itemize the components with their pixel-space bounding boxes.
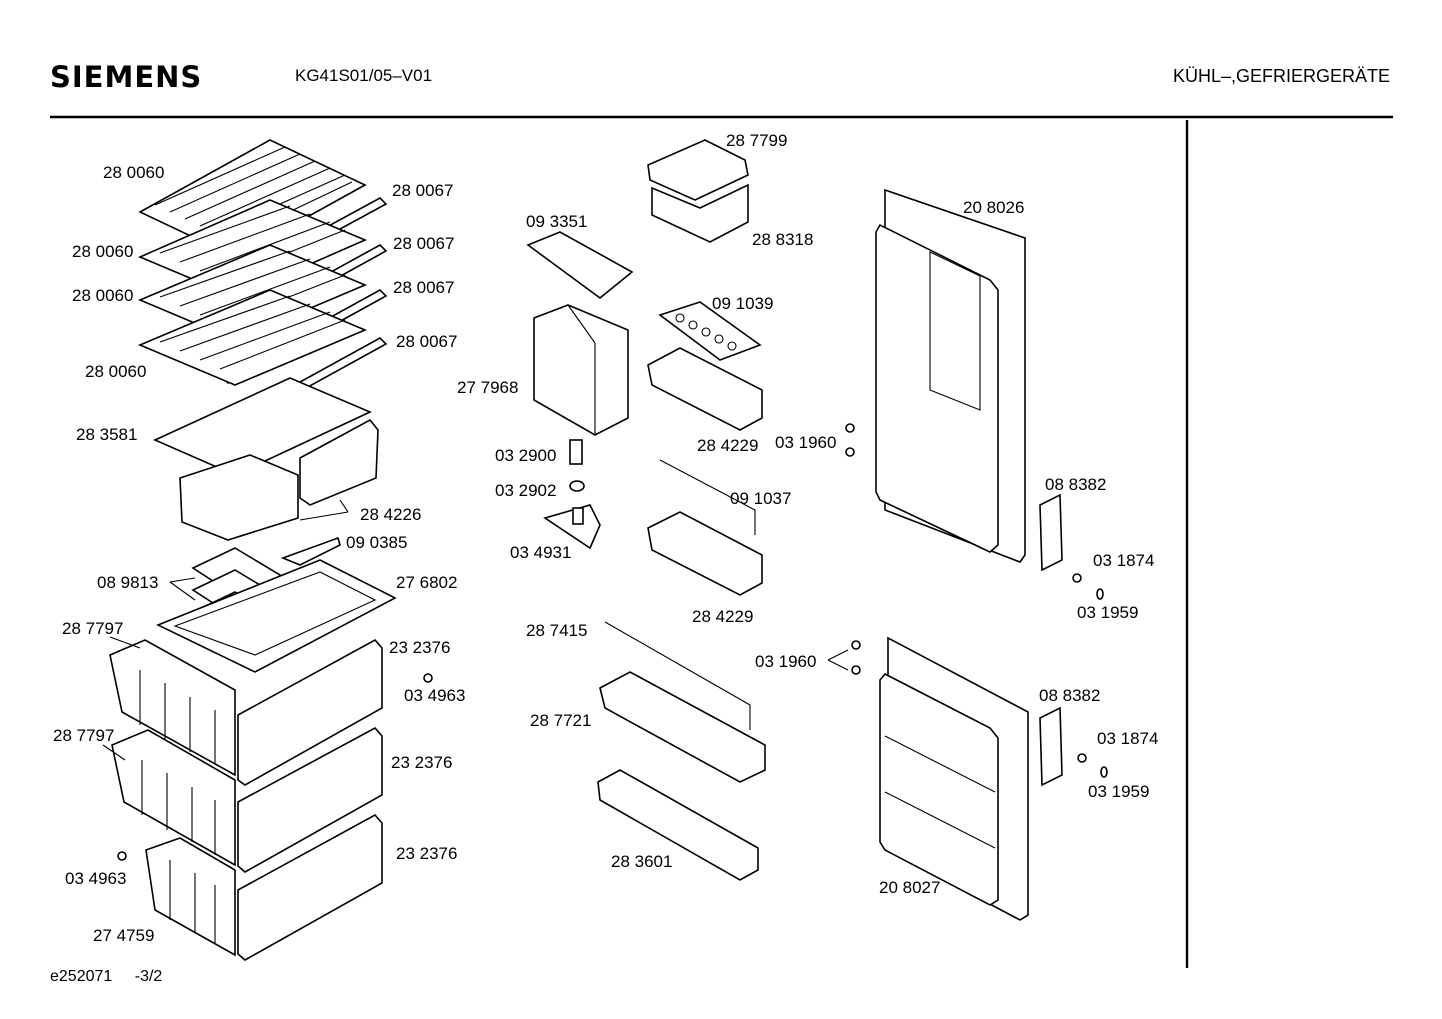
part-label: 08 8382 <box>1045 475 1106 494</box>
part-label: 28 7797 <box>53 726 114 745</box>
part-label: 28 0067 <box>393 278 454 297</box>
part-label: 08 9813 <box>97 573 158 592</box>
freezer-basket-drawing-2 <box>111 729 236 867</box>
hinge-drawing-2 <box>1039 706 1063 787</box>
part-label: 28 0060 <box>103 163 164 182</box>
part-label: 28 7415 <box>526 621 587 640</box>
part-label: 09 1037 <box>730 489 791 508</box>
part-label: 08 8382 <box>1039 686 1100 705</box>
part-label: 20 8026 <box>963 198 1024 217</box>
part-label: 03 1874 <box>1093 551 1154 570</box>
part-label: 03 2902 <box>495 481 556 500</box>
brand-logo: SIEMENS <box>50 60 203 94</box>
part-label: 28 7799 <box>726 131 787 150</box>
part-label: 23 2376 <box>396 844 457 863</box>
part-label: 28 7797 <box>62 619 123 638</box>
drawer-front-drawing-3 <box>237 813 383 961</box>
part-label: 03 1874 <box>1097 729 1158 748</box>
part-label: 20 8027 <box>879 878 940 897</box>
door-bin-drawing-4 <box>597 769 759 881</box>
crisper-cover-drawing <box>153 377 372 476</box>
part-label: 23 2376 <box>389 638 450 657</box>
leader-lines <box>102 499 849 761</box>
part-label: 03 1960 <box>755 652 816 671</box>
screw-drawing-1 <box>423 673 433 683</box>
spring-drawing <box>569 439 583 465</box>
part-label: 28 4226 <box>360 505 421 524</box>
egg-tray-drawing <box>658 301 762 361</box>
freezer-door-drawing <box>879 636 1029 921</box>
freezer-basket-drawing-1 <box>109 639 236 777</box>
part-label: 28 0067 <box>392 181 453 200</box>
part-label: 03 1960 <box>775 433 836 452</box>
part-label: 09 3351 <box>526 212 587 231</box>
screw-drawing-2 <box>117 851 127 861</box>
drawer-front-drawing-1 <box>237 638 383 786</box>
thermostat-knob-drawing <box>543 504 601 550</box>
appliance-category: KÜHL–,GEFRIERGERÄTE <box>1172 66 1390 86</box>
washer-drawing <box>569 480 585 492</box>
freezer-basket-drawing-3 <box>145 837 236 957</box>
part-label: 03 4931 <box>510 543 571 562</box>
part-label: 28 7721 <box>530 711 591 730</box>
part-label: 28 0067 <box>396 332 457 351</box>
door-bin-drawing-1 <box>647 347 763 431</box>
part-label: 28 8318 <box>752 230 813 249</box>
part-label: 23 2376 <box>391 753 452 772</box>
freezer-shelf-frame-drawing <box>156 559 397 673</box>
part-label: 28 0060 <box>72 242 133 261</box>
fridge-door-drawing <box>875 188 1026 563</box>
part-label: 03 1959 <box>1077 603 1138 622</box>
document-id: e252071 <box>50 968 113 985</box>
part-label: 27 7968 <box>457 378 518 397</box>
part-label: 03 4963 <box>65 869 126 888</box>
door-screws-drawing <box>845 423 1108 778</box>
part-label: 28 0067 <box>393 234 454 253</box>
bottle-holder-drawing <box>533 304 629 436</box>
part-label: 09 1039 <box>712 294 773 313</box>
part-label: 28 0060 <box>85 362 146 381</box>
bin-rod-drawing-2 <box>604 621 751 730</box>
drawer-front-drawing-2 <box>237 726 383 873</box>
part-label: 09 0385 <box>346 533 407 552</box>
footer: e252071 -3/2 <box>50 968 162 986</box>
hinge-drawing-1 <box>1039 493 1063 572</box>
crisper-drawers-drawing <box>179 418 379 541</box>
part-label: 28 4229 <box>697 436 758 455</box>
door-bin-drawing-2 <box>647 511 763 596</box>
model-number: KG41S01/05–V01 <box>295 66 433 85</box>
part-label: 27 4759 <box>93 926 154 945</box>
part-label: 03 4963 <box>404 686 465 705</box>
part-label: 28 4229 <box>692 607 753 626</box>
ice-scraper-drawing <box>280 536 341 566</box>
dairy-compartment-drawing <box>647 139 749 243</box>
bin-rod-drawing-1 <box>659 459 756 535</box>
part-label: 03 1959 <box>1088 782 1149 801</box>
part-label: 28 3601 <box>611 852 672 871</box>
door-bin-drawing-3 <box>599 671 766 783</box>
part-label: 27 6802 <box>396 573 457 592</box>
part-label: 28 3581 <box>76 425 137 444</box>
part-label: 28 0060 <box>72 286 133 305</box>
egg-tray-drawing-small <box>526 231 634 300</box>
part-label: 03 2900 <box>495 446 556 465</box>
page-number: -3/2 <box>134 968 163 985</box>
